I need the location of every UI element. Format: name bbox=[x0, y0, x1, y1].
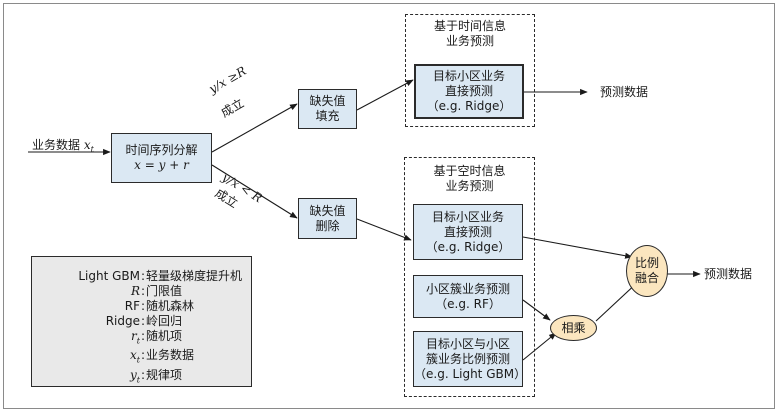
legend-row: yt:规律项 bbox=[130, 367, 183, 385]
temporal-group-title: 基于时间信息业务预测 bbox=[433, 19, 506, 48]
cluster-prediction-box: 小区簇业务预测（e.g. RF） bbox=[413, 275, 523, 318]
legend-row: Ridge:岭回归 bbox=[105, 314, 183, 328]
spatiotemporal-group-title: 基于空时信息业务预测 bbox=[433, 164, 506, 193]
output-label-bottom: 预测数据 bbox=[704, 267, 753, 281]
arrow-direct-to-fuse bbox=[522, 236, 633, 259]
input-label: 业务数据 xt bbox=[32, 138, 94, 155]
direct-prediction-box-top: 目标小区业务直接预测（e.g. Ridge） bbox=[414, 64, 524, 119]
legend-box: Light GBM:轻量级梯度提升机 R:门限值 RF:随机森林 Ridge:岭… bbox=[31, 256, 252, 387]
decompose-formula: x = y + r bbox=[134, 158, 189, 172]
spatiotemporal-group bbox=[404, 157, 535, 397]
fusion-node: 比例融合 bbox=[626, 245, 668, 297]
output-label-top: 预测数据 bbox=[600, 85, 649, 99]
legend-row: R:门限值 bbox=[130, 284, 183, 298]
decompose-title: 时间序列分解 bbox=[125, 143, 198, 157]
temporal-group bbox=[405, 14, 535, 127]
arrow-cluster-to-multiply bbox=[522, 299, 551, 321]
legend-row: rt:随机项 bbox=[131, 329, 183, 346]
arrow-delete-to-group bbox=[356, 218, 412, 241]
legend-row: Light GBM:轻量级梯度提升机 bbox=[78, 269, 243, 283]
legend-row: xt:业务数据 bbox=[130, 348, 195, 365]
multiply-node: 相乘 bbox=[550, 315, 597, 341]
decompose-box: 时间序列分解 x = y + r bbox=[111, 133, 212, 183]
delete-missing-box: 缺失值删除 bbox=[298, 198, 357, 239]
legend-row: RF:随机森林 bbox=[124, 299, 195, 313]
direct-prediction-box-bottom: 目标小区业务直接预测（e.g. Ridge） bbox=[413, 204, 523, 260]
arrow-to-delete bbox=[211, 164, 298, 219]
arrow-to-fill bbox=[211, 103, 298, 153]
outer-border bbox=[3, 3, 775, 409]
arrow-ratio-to-multiply bbox=[522, 332, 557, 361]
arrow-fill-to-model bbox=[356, 79, 414, 111]
ratio-prediction-box: 目标小区与小区簇业务比例预测（e.g. Light GBM） bbox=[413, 331, 526, 387]
fill-missing-box: 缺失值填充 bbox=[298, 89, 357, 129]
